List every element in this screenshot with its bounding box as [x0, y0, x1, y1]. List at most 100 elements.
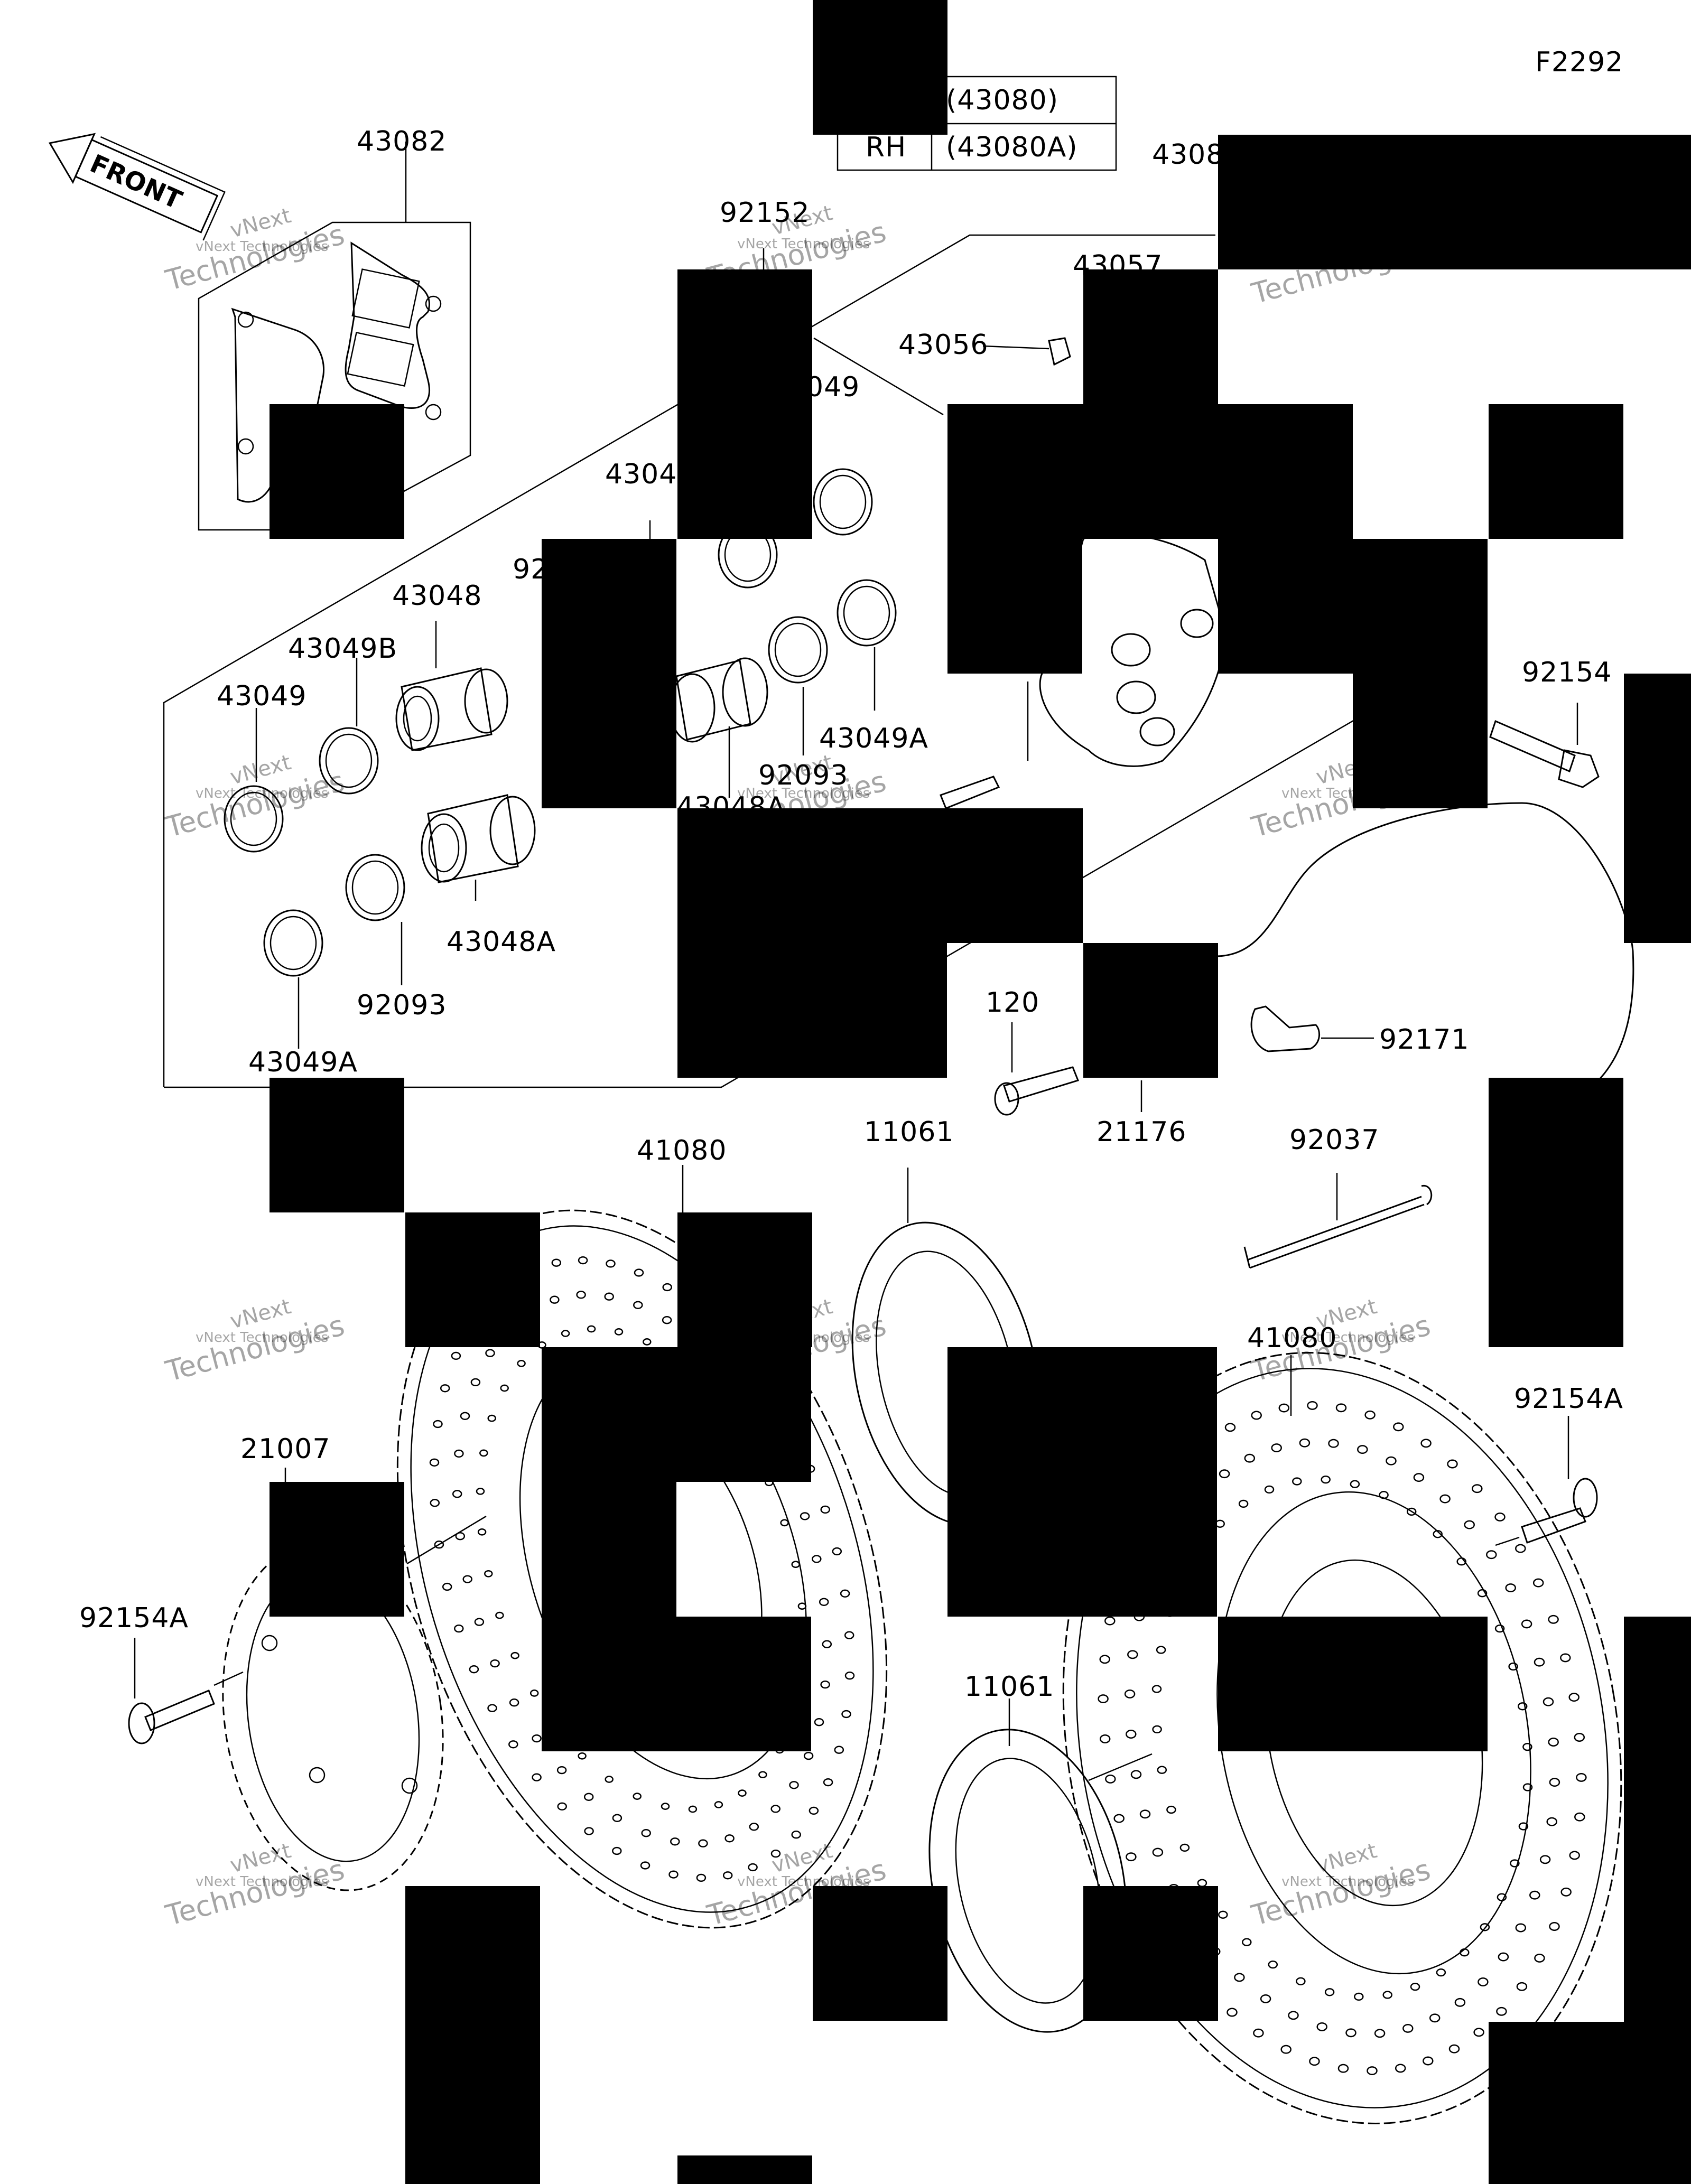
redaction-block [677, 2155, 812, 2184]
disc-hole [1477, 1589, 1488, 1598]
disc-hole [557, 1802, 567, 1810]
disc-hole [1436, 1968, 1446, 1977]
disc-hole [1395, 2064, 1406, 2073]
disc-hole [1410, 1982, 1420, 1991]
disc-hole [1224, 1423, 1236, 1432]
redaction-blocks [270, 0, 1691, 2184]
disc-hole [1386, 1456, 1397, 1466]
disc-hole [1324, 1988, 1335, 1996]
redaction-block [1353, 674, 1488, 808]
disc-hole [1543, 1697, 1554, 1706]
disc-hole [1447, 1459, 1458, 1469]
disc-hole [1152, 1847, 1164, 1857]
redaction-block [405, 1212, 540, 1347]
label-41080-top: 41080 [637, 1135, 727, 1166]
disc-hole [1357, 1445, 1368, 1454]
disc-hole [490, 1659, 500, 1668]
disc-hole [495, 1611, 504, 1619]
disc-hole [479, 1449, 488, 1457]
watermark-text: vNext Technologies [196, 1874, 328, 1890]
disc-hole [722, 1871, 733, 1880]
label-43048a-left: 43048A [447, 926, 556, 958]
redaction-block [542, 1617, 811, 1751]
redaction-block [677, 943, 947, 1078]
disc-hole [1234, 1973, 1245, 1982]
disc-hole [1382, 1991, 1392, 1999]
disc-hole [1280, 2045, 1292, 2054]
disc-hole [500, 1384, 509, 1392]
disc-hole [614, 1328, 624, 1336]
disc-hole [1328, 1439, 1339, 1448]
disc-hole [1374, 2029, 1386, 2038]
wire-92037: 92037 [1243, 1124, 1433, 1269]
redaction-block [1489, 2022, 1691, 2184]
disc-hole [1292, 1477, 1302, 1486]
label-43049a-right: 43049A [819, 723, 928, 754]
disc-hole [1439, 1494, 1451, 1504]
redaction-block [1624, 674, 1691, 943]
disc-hole [578, 1256, 588, 1265]
watermark-text: vNext Technologies [1281, 1874, 1414, 1890]
redaction-block [1489, 404, 1623, 539]
disc-hole [1345, 2028, 1356, 2038]
disc-hole [1508, 1662, 1518, 1671]
disc-hole [1516, 1982, 1528, 1991]
disc-hole [485, 1349, 495, 1357]
disc-hole [1130, 1770, 1142, 1779]
disc-hole [532, 1734, 542, 1743]
disc-hole [517, 1359, 526, 1367]
disc-hole [1127, 1650, 1138, 1659]
label-92093-center: 92093 [758, 760, 848, 791]
disc-hole [1515, 1544, 1526, 1553]
disc-hole [1510, 1859, 1520, 1868]
disc-hole [696, 1873, 707, 1882]
disc-hole [819, 1598, 829, 1606]
disc-hole [1288, 2011, 1299, 2020]
disc-hole [1576, 1772, 1587, 1782]
disc-hole [1157, 1766, 1167, 1774]
disc-hole [770, 1849, 781, 1858]
disc-hole [1126, 1730, 1137, 1739]
disc-hole [1321, 1475, 1331, 1484]
disc-hole [455, 1532, 466, 1541]
disc-hole [1219, 1469, 1230, 1479]
redaction-block [813, 0, 947, 135]
piston-43048a [421, 794, 536, 883]
disc-hole [1478, 1977, 1489, 1986]
disc-hole [612, 1814, 622, 1822]
disc-hole [1402, 2023, 1414, 2033]
label-92171: 92171 [1379, 1024, 1469, 1056]
disc-hole [749, 1823, 759, 1831]
disc-hole [1549, 1778, 1560, 1787]
disc-hole [1271, 1443, 1282, 1453]
disc-hole [454, 1624, 464, 1633]
disc-hole [462, 1575, 472, 1583]
disc-hole [780, 1519, 789, 1527]
label-4308-top: 4308 [1152, 139, 1224, 171]
disc-hole [1546, 1817, 1557, 1826]
disc-hole [477, 1528, 487, 1536]
disc-hole [1529, 1890, 1540, 1900]
disc-hole [1569, 1851, 1580, 1860]
piston-43048a-center [669, 657, 768, 743]
disc-hole [1156, 1646, 1166, 1654]
disc-hole [803, 1751, 814, 1760]
disc-hole [584, 1827, 594, 1835]
disc-hole [1309, 2057, 1320, 2066]
redaction-block [542, 1347, 811, 1482]
redaction-block [542, 1482, 676, 1617]
disc-hole [1460, 1948, 1470, 1957]
disc-hole [1215, 1519, 1225, 1528]
disc-hole [434, 1541, 444, 1549]
watermark-text: vNext Technologies [196, 1330, 328, 1346]
disc-hole [1494, 1624, 1505, 1633]
disc-hole [1505, 1583, 1516, 1593]
disc-hole [508, 1740, 518, 1749]
disc-hole [668, 1870, 679, 1879]
label-92154a-right: 92154A [1514, 1383, 1623, 1415]
redaction-block [542, 539, 676, 808]
disc-hole [1139, 1809, 1151, 1819]
table-side-2: RH [866, 132, 906, 163]
disc-hole [1574, 1812, 1585, 1822]
redaction-block [270, 1078, 404, 1212]
